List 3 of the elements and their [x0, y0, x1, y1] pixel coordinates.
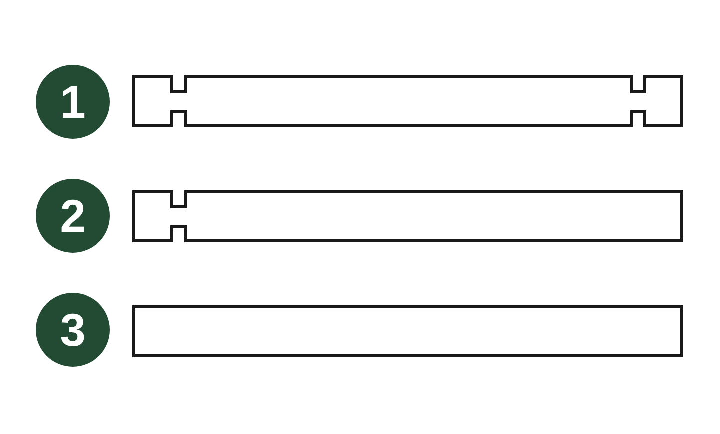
callout-number: 3 — [60, 307, 86, 353]
callout-number: 1 — [60, 79, 86, 125]
callout-number: 2 — [60, 193, 86, 239]
